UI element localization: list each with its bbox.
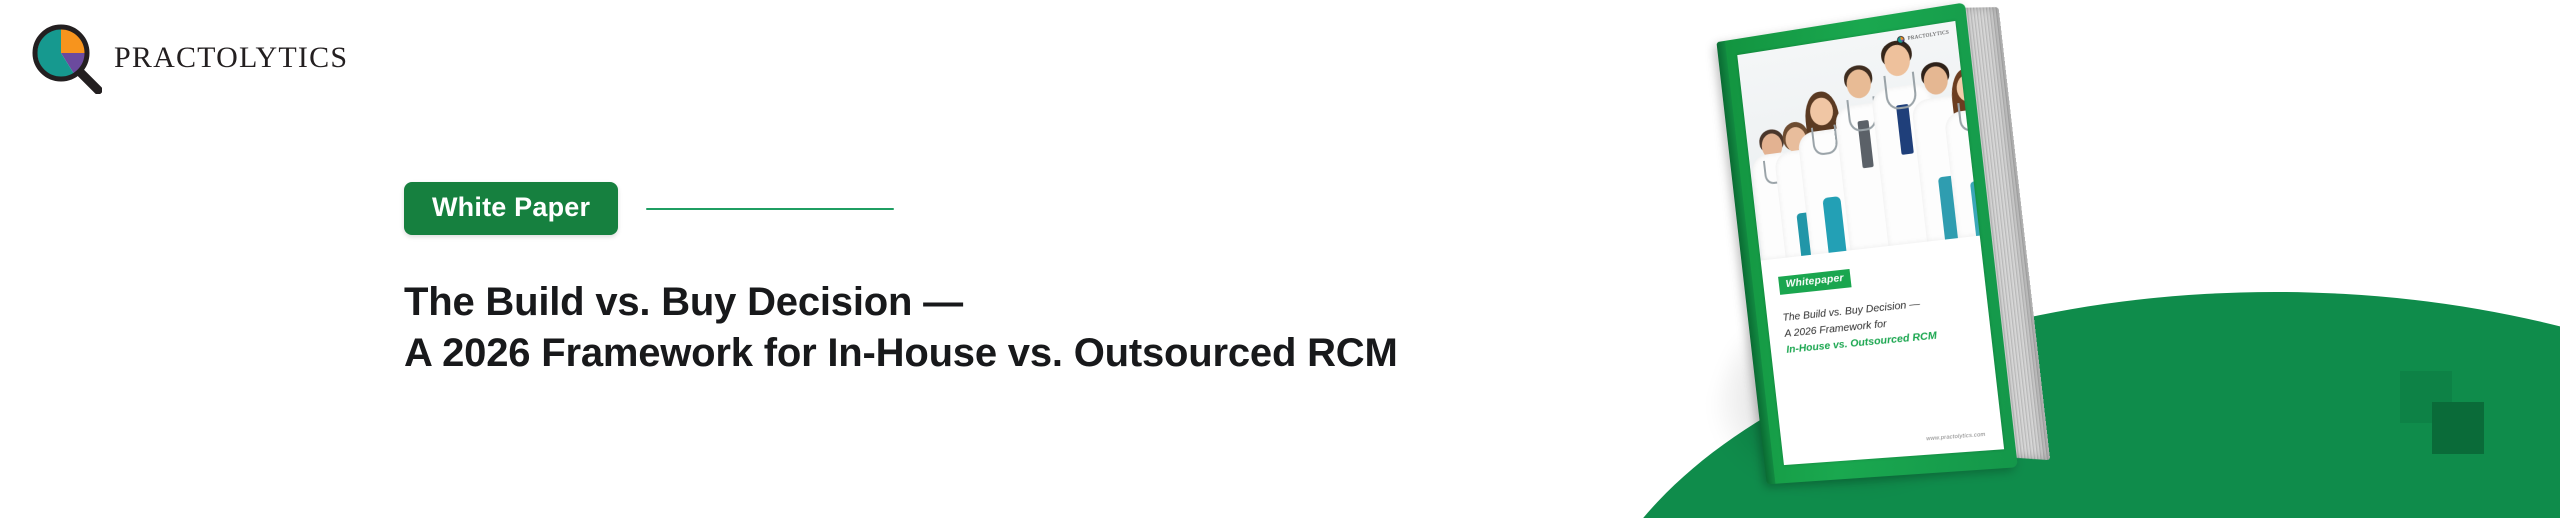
- magnifier-pie-chart-icon: [30, 22, 102, 94]
- book-cover-inner: PRACTOLYTICS: [1737, 20, 2005, 466]
- hero-content: White Paper The Build vs. Buy Decision —…: [404, 182, 1398, 379]
- decorative-square-dark: [2432, 402, 2484, 454]
- cover-mini-logo-label: PRACTOLYTICS: [1907, 30, 1950, 42]
- headline-line-1: The Build vs. Buy Decision —: [404, 280, 963, 324]
- book-mockup: PRACTOLYTICS: [1684, 2, 2097, 509]
- book-cover: PRACTOLYTICS: [1716, 2, 2018, 485]
- badge-divider-rule: [646, 207, 895, 210]
- book-cover-text: Whitepaper The Build vs. Buy Decision — …: [1761, 236, 2004, 465]
- badge-row: White Paper: [404, 182, 1398, 235]
- book-title-block: The Build vs. Buy Decision — A 2026 Fram…: [1782, 290, 1977, 358]
- book-cover-url: www.practolytics.com: [1925, 431, 1986, 443]
- page-title: The Build vs. Buy Decision — A 2026 Fram…: [404, 277, 1398, 379]
- hero-artwork: PRACTOLYTICS: [1510, 0, 2560, 518]
- doctors-photo: PRACTOLYTICS: [1737, 20, 1980, 261]
- brand-name: PRACTOLYTICS: [114, 41, 349, 74]
- book-whitepaper-tag: Whitepaper: [1778, 268, 1852, 295]
- practolytics-logo[interactable]: PRACTOLYTICS: [30, 22, 348, 94]
- white-paper-badge[interactable]: White Paper: [404, 182, 619, 235]
- book-3d: PRACTOLYTICS: [1716, 2, 2051, 485]
- headline-line-2: A 2026 Framework for In-House vs. Outsou…: [404, 331, 1398, 376]
